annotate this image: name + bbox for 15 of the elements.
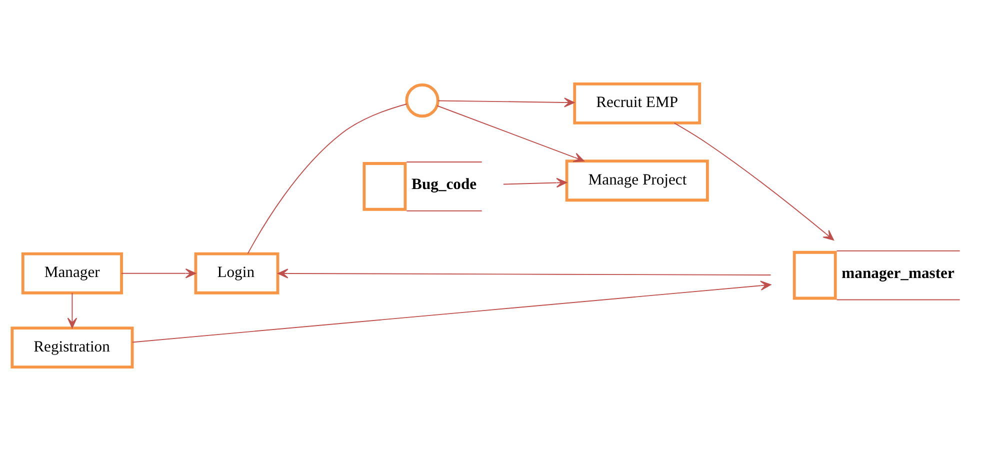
arrow: [121, 268, 196, 278]
arrow: [132, 280, 772, 342]
arrow: [278, 268, 772, 278]
connector: [247, 103, 408, 254]
node-box: Manager: [21, 252, 123, 294]
arrow: [674, 122, 834, 240]
arrow: [502, 177, 567, 188]
node-box: Manage Project: [565, 159, 709, 202]
node-box: Registration: [10, 326, 134, 368]
arrow: [436, 104, 584, 162]
node-circle: [405, 82, 440, 118]
arrow: [67, 292, 78, 328]
node-box: Login: [194, 252, 280, 294]
node-box: Recruit EMP: [573, 82, 702, 124]
arrow: [438, 97, 575, 107]
